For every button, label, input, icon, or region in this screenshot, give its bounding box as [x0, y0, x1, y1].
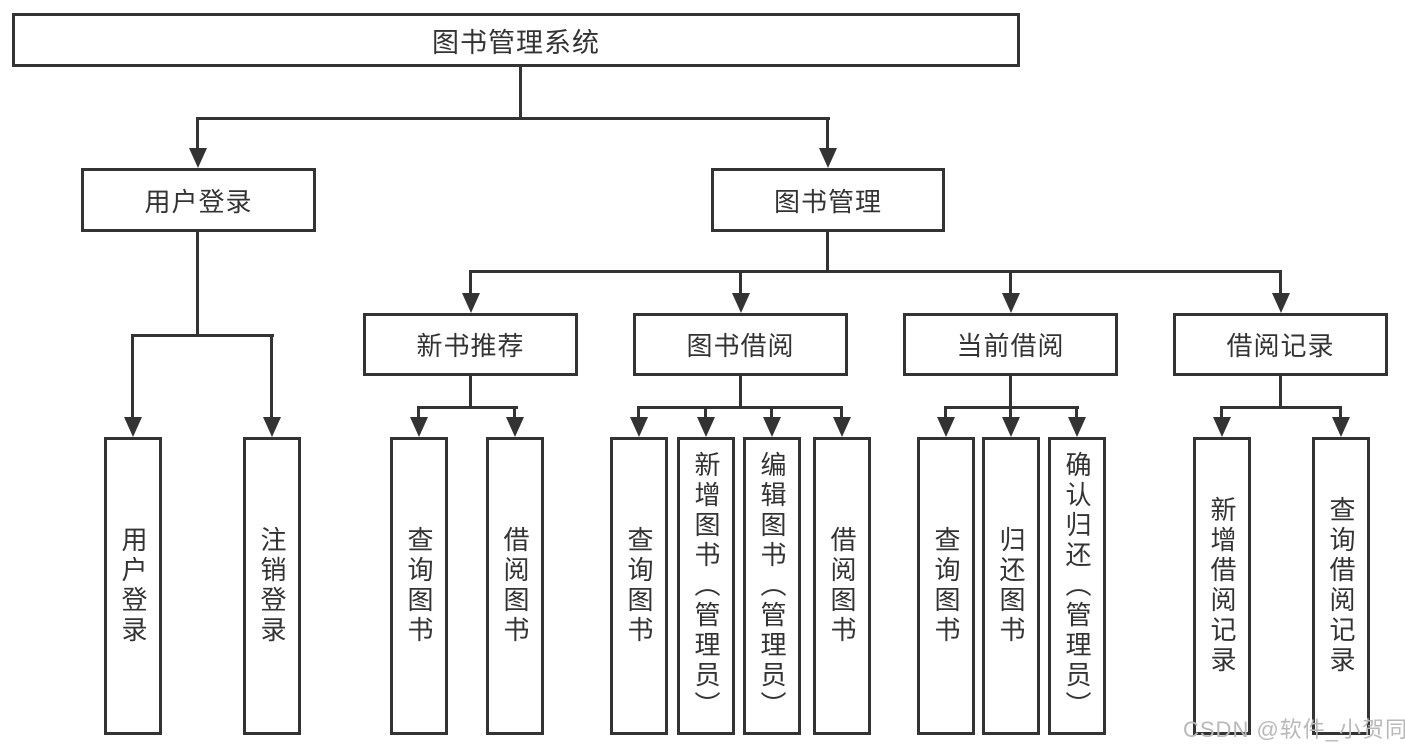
- leaf-query-books-current-label: 查询图书: [931, 526, 961, 646]
- arrowhead-down: [506, 417, 524, 437]
- leaf-borrow-books-recommend-label: 借阅图书: [500, 526, 530, 646]
- connector-line: [704, 406, 707, 421]
- leaf-edit-books-admin-label: 编辑图书（管理员）: [757, 451, 787, 721]
- arrowhead-down: [1272, 293, 1290, 313]
- leaf-add-borrow-record-label: 新增借阅记录: [1207, 496, 1237, 676]
- connector-line: [637, 406, 843, 409]
- leaf-logout-label: 注销登录: [257, 526, 287, 646]
- arrowhead-down: [833, 417, 851, 437]
- connector-line: [637, 406, 640, 421]
- arrowhead-down: [697, 417, 715, 437]
- node-current-borrowing: 当前借阅: [903, 313, 1118, 376]
- connector-line: [826, 117, 829, 152]
- leaf-query-books-recommend-label: 查询图书: [404, 526, 434, 646]
- connector-line: [826, 232, 829, 272]
- leaf-query-books-borrowing: 查询图书: [610, 437, 668, 735]
- arrowhead-down: [1068, 417, 1086, 437]
- leaf-user-login-label: 用户登录: [118, 526, 148, 646]
- leaf-add-books-admin: 新增图书（管理员）: [677, 437, 735, 735]
- leaf-query-borrow-record-label: 查询借阅记录: [1326, 496, 1356, 676]
- connector-line: [1220, 406, 1223, 421]
- arrowhead-down: [1332, 417, 1350, 437]
- leaf-borrow-books-borrowing-label: 借阅图书: [827, 526, 857, 646]
- connector-line: [1279, 270, 1282, 296]
- arrowhead-down: [1002, 293, 1020, 313]
- arrowhead-down: [124, 417, 142, 437]
- leaf-query-books-recommend: 查询图书: [390, 437, 448, 735]
- connector-line: [1009, 270, 1012, 296]
- connector-line: [1339, 406, 1342, 421]
- csdn-watermark: CSDN @软件_小贺同学: [1183, 717, 1405, 742]
- leaf-borrow-books-recommend: 借阅图书: [486, 437, 544, 735]
- leaf-query-borrow-record: 查询借阅记录: [1312, 437, 1370, 735]
- connector-line: [770, 406, 773, 421]
- node-user-login-branch: 用户登录: [81, 168, 316, 232]
- arrowhead-down: [937, 417, 955, 437]
- leaf-logout: 注销登录: [243, 437, 301, 735]
- arrowhead-down: [410, 417, 428, 437]
- connector-line: [1279, 376, 1282, 408]
- leaf-confirm-return-admin-label: 确认归还（管理员）: [1062, 451, 1092, 721]
- leaf-edit-books-admin: 编辑图书（管理员）: [743, 437, 801, 735]
- leaf-return-books: 归还图书: [982, 437, 1040, 735]
- connector-line: [469, 270, 472, 296]
- arrowhead-down: [189, 148, 207, 168]
- connector-line: [739, 270, 742, 296]
- connector-line: [739, 376, 742, 408]
- connector-line: [469, 270, 1282, 273]
- arrowhead-down: [630, 417, 648, 437]
- node-library-management-system: 图书管理系统: [12, 13, 1020, 67]
- connector-line: [944, 406, 947, 421]
- connector-line: [196, 117, 199, 152]
- arrowhead-down: [1002, 417, 1020, 437]
- leaf-borrow-books-borrowing: 借阅图书: [813, 437, 871, 735]
- connector-line: [417, 406, 420, 421]
- connector-line: [1220, 406, 1342, 409]
- connector-line: [197, 117, 830, 120]
- leaf-query-books-borrowing-label: 查询图书: [624, 526, 654, 646]
- node-book-borrowing: 图书借阅: [633, 313, 848, 376]
- connector-line: [196, 232, 199, 336]
- node-book-management-branch: 图书管理: [711, 168, 945, 232]
- connector-line: [1009, 406, 1012, 421]
- arrowhead-down: [1213, 417, 1231, 437]
- connector-line: [513, 406, 516, 421]
- connector-line: [519, 67, 522, 118]
- leaf-user-login: 用户登录: [104, 437, 162, 735]
- leaf-add-borrow-record: 新增借阅记录: [1193, 437, 1251, 735]
- connector-line: [840, 406, 843, 421]
- node-borrowing-records: 借阅记录: [1173, 313, 1388, 376]
- connector-line: [131, 334, 134, 421]
- connector-line: [132, 334, 274, 337]
- arrowhead-down: [462, 293, 480, 313]
- connector-line: [469, 376, 472, 408]
- connector-line: [417, 406, 518, 409]
- leaf-return-books-label: 归还图书: [996, 526, 1026, 646]
- connector-line: [1075, 406, 1078, 421]
- node-new-book-recommendation: 新书推荐: [363, 313, 578, 376]
- connector-line: [1009, 376, 1012, 408]
- arrowhead-down: [819, 148, 837, 168]
- leaf-query-books-current: 查询图书: [917, 437, 975, 735]
- connector-line: [270, 334, 273, 421]
- arrowhead-down: [763, 417, 781, 437]
- leaf-confirm-return-admin: 确认归还（管理员）: [1048, 437, 1106, 735]
- leaf-add-books-admin-label: 新增图书（管理员）: [691, 451, 721, 721]
- arrowhead-down: [732, 293, 750, 313]
- arrowhead-down: [263, 417, 281, 437]
